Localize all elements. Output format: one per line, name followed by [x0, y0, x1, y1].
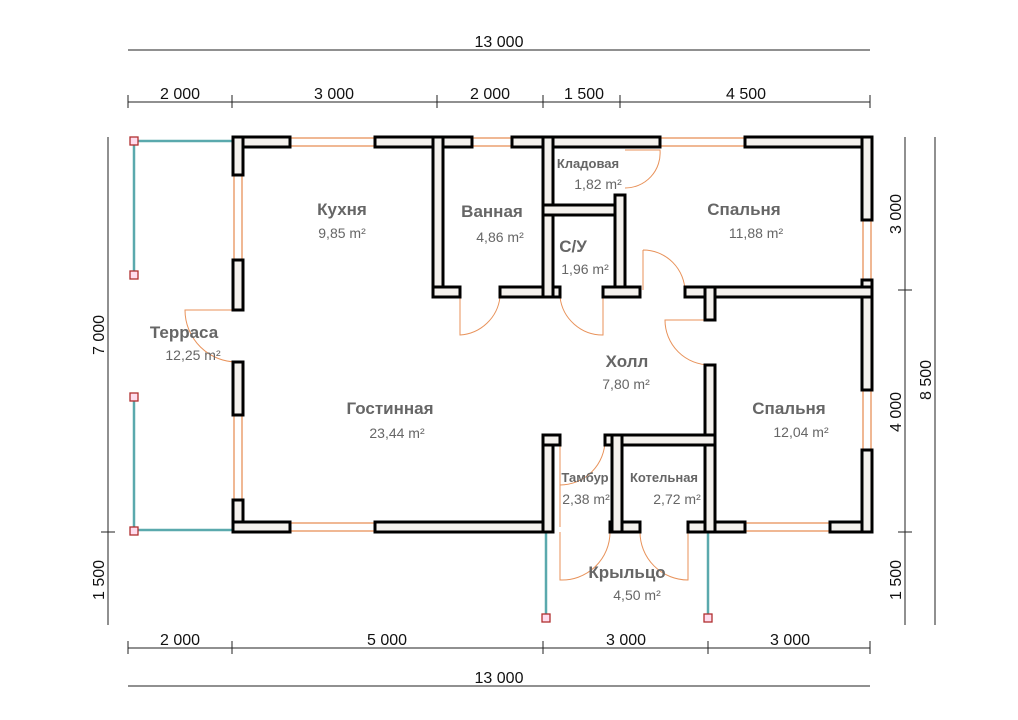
room-name: Кладовая	[557, 156, 619, 171]
dim-left: 7 000	[91, 315, 108, 355]
dim-top: 4 500	[726, 86, 766, 103]
dim-right: 1 500	[888, 560, 905, 600]
terrace-posts	[129, 136, 713, 623]
dim-right: 3 000	[888, 194, 905, 234]
room-area: 9,85 m²	[318, 225, 366, 241]
room-area: 4,86 m²	[476, 229, 524, 245]
room-area: 1,96 m²	[561, 261, 609, 277]
room-name: Кухня	[317, 200, 367, 219]
dim-bottom: 2 000	[160, 632, 200, 649]
dim-top: 1 500	[564, 86, 604, 103]
room-name: Спальня	[752, 399, 825, 418]
room-name: Спальня	[707, 200, 780, 219]
dimension-labels: 13 000 2 000 3 000 2 000 1 500 4 500 2 0…	[91, 34, 935, 687]
room-area: 23,44 m²	[369, 425, 425, 441]
dim-top-total: 13 000	[475, 34, 524, 51]
room-name: Ванная	[461, 202, 523, 221]
room-name: Гостинная	[346, 399, 433, 418]
room-labels: Кухня 9,85 m² Ванная 4,86 m² Кладовая 1,…	[150, 156, 829, 603]
dim-bottom-total: 13 000	[475, 670, 524, 687]
room-name: Крыльцо	[588, 563, 665, 582]
dim-left: 1 500	[91, 560, 108, 600]
room-area: 12,04 m²	[773, 424, 829, 440]
room-name: Холл	[606, 352, 649, 371]
dim-top: 2 000	[470, 86, 510, 103]
room-name: С/У	[559, 237, 587, 256]
dim-bottom: 5 000	[367, 632, 407, 649]
dimension-lines	[101, 49, 936, 687]
room-area: 11,88 m²	[729, 225, 784, 241]
dim-right-total: 8 500	[918, 360, 935, 400]
doors	[184, 149, 711, 581]
room-area: 7,80 m²	[602, 376, 650, 392]
room-name: Котельная	[630, 470, 698, 485]
dim-right: 4 000	[888, 392, 905, 432]
dim-top: 3 000	[314, 86, 354, 103]
room-area: 2,72 m²	[653, 491, 701, 507]
room-area: 2,38 m²	[562, 491, 610, 507]
dim-top: 2 000	[160, 86, 200, 103]
room-name: Тамбур	[561, 470, 608, 485]
dim-bottom: 3 000	[606, 632, 646, 649]
dim-bottom: 3 000	[770, 632, 810, 649]
room-area: 1,82 m²	[574, 176, 622, 192]
walls	[231, 135, 874, 534]
room-area: 4,50 m²	[613, 587, 661, 603]
room-area: 12,25 m²	[165, 347, 221, 363]
room-name: Терраса	[150, 323, 219, 342]
